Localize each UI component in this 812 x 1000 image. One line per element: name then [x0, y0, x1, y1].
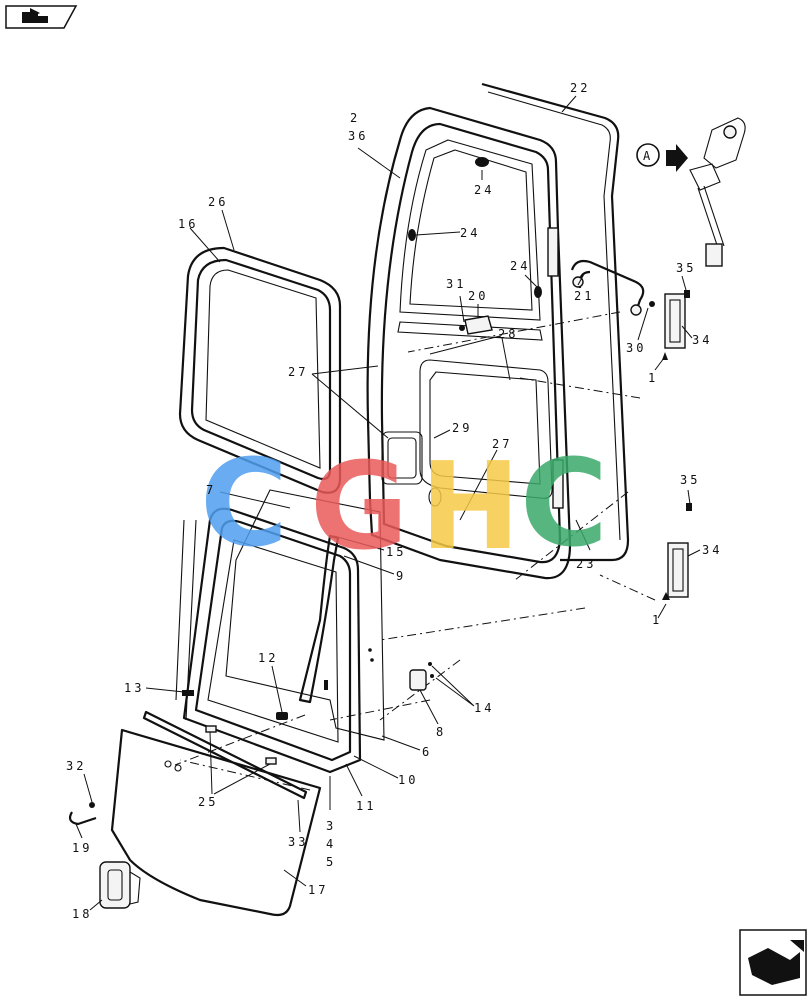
callout: 24 — [510, 259, 530, 273]
callout: 24 — [460, 226, 480, 240]
hinge-34-lower — [662, 503, 692, 600]
callouts: 2 36 22 24 24 24 26 16 31 20 28 21 35 30… — [66, 81, 722, 921]
watermark-letter-c1: C — [200, 435, 288, 574]
lock-assembly-view-a — [636, 117, 746, 267]
slide-glass-17 — [110, 728, 322, 917]
lower-glass-6 — [225, 489, 385, 741]
callout: 35 — [680, 473, 700, 487]
watermark-letter-c2: C — [520, 435, 608, 574]
pin-19 — [68, 811, 97, 826]
callout: 5 — [326, 855, 336, 869]
callout: 32 — [66, 759, 86, 773]
callout: 12 — [258, 651, 278, 665]
door-seal-22 — [481, 82, 630, 562]
striker-plate-20 — [464, 315, 493, 335]
alignment-lines — [174, 311, 656, 791]
callout: 36 — [348, 129, 368, 143]
callout: 34 — [692, 333, 712, 347]
watermark: C G H C — [200, 435, 608, 577]
callout: 31 — [446, 277, 466, 291]
callout: 22 — [570, 81, 590, 95]
callout: 16 — [178, 217, 198, 231]
hinge-34-upper — [662, 290, 690, 360]
lower-window-frame — [175, 507, 362, 774]
callout: 18 — [72, 907, 92, 921]
door-seal-22-inner — [487, 91, 621, 541]
callout: 1 — [652, 613, 662, 627]
plug-24-mid — [408, 229, 416, 241]
callout: 27 — [492, 437, 512, 451]
callout: 17 — [308, 883, 328, 897]
upper-window-16-26 — [178, 246, 342, 494]
rail-33 — [142, 710, 308, 800]
callout: 9 — [396, 569, 406, 583]
callout: 25 — [198, 795, 218, 809]
callout: 30 — [626, 341, 646, 355]
grab-handle-21 — [570, 259, 645, 313]
callout: 35 — [676, 261, 696, 275]
callout: 19 — [72, 841, 92, 855]
watermark-letter-g: G — [310, 438, 409, 577]
callout: 29 — [452, 421, 472, 435]
view-reference-a: A — [643, 149, 651, 163]
callout: 21 — [574, 289, 594, 303]
callout: 13 — [124, 681, 144, 695]
callout: 14 — [474, 701, 494, 715]
callout: 3 — [326, 819, 336, 833]
callout: 8 — [436, 725, 446, 739]
callout: 28 — [498, 327, 518, 341]
next-page-icon[interactable] — [739, 929, 807, 996]
callout: 33 — [288, 835, 308, 849]
leader-lines — [75, 95, 701, 911]
callout: 10 — [398, 773, 418, 787]
callout: 27 — [288, 365, 308, 379]
page-nav-icon[interactable] — [5, 5, 78, 29]
callout: 4 — [326, 837, 336, 851]
watermark-letter-h: H — [420, 438, 520, 577]
callout: 6 — [422, 745, 432, 759]
callout: 15 — [386, 545, 406, 559]
callout: 24 — [474, 183, 494, 197]
callout: 20 — [468, 289, 488, 303]
callout: 26 — [208, 195, 228, 209]
callout: 11 — [356, 799, 376, 813]
plug-24-right — [534, 286, 542, 298]
plug-24-top — [475, 157, 489, 167]
callout: 1 — [648, 371, 658, 385]
catch-8 — [409, 669, 427, 691]
callout: 2 — [350, 111, 360, 125]
callout: 34 — [702, 543, 722, 557]
latch-18 — [99, 861, 141, 909]
callout: 7 — [206, 483, 216, 497]
callout: 23 — [576, 557, 596, 571]
door-frame — [366, 106, 572, 580]
